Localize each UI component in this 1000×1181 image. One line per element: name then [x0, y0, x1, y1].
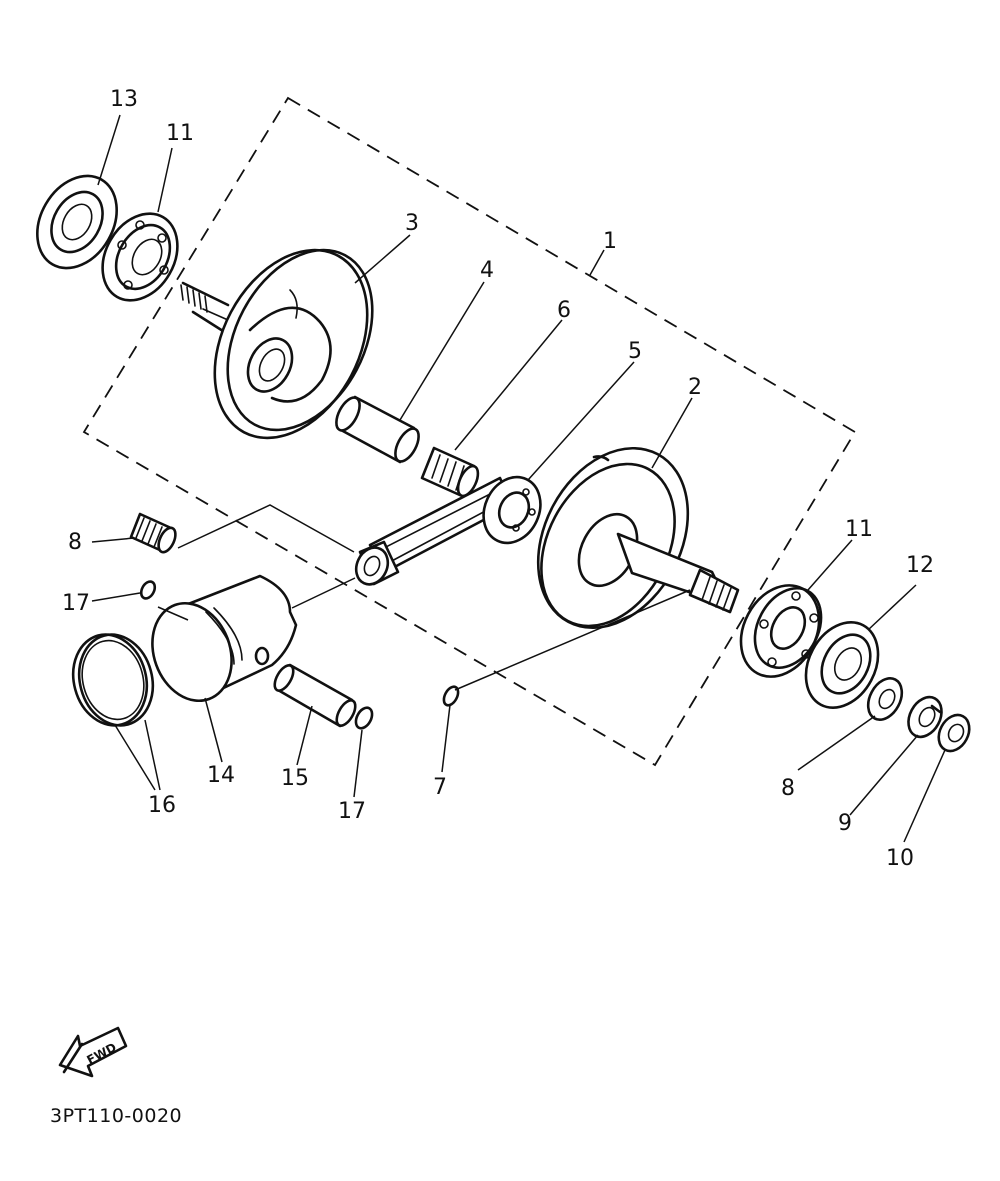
leader-1 [589, 249, 605, 276]
leader-17-lower [353, 729, 363, 798]
lock-washer [907, 695, 943, 739]
leader-11-left [157, 147, 173, 213]
circlip-lower [354, 706, 374, 730]
diagram-code: 3PT110-0020 [50, 1105, 182, 1127]
leader-4 [399, 281, 485, 421]
callout-15: 15 [281, 766, 309, 791]
woodruff-key [442, 685, 460, 707]
leader-8-left [91, 504, 355, 553]
leader-14 [204, 697, 223, 763]
leader-15 [296, 705, 313, 766]
leader-9 [849, 734, 919, 816]
forward-direction-arrow-icon: FWD [58, 1026, 128, 1078]
callout-3: 3 [405, 211, 419, 236]
callout-16: 16 [148, 793, 176, 818]
callout-4: 4 [480, 258, 494, 283]
callout-13: 13 [110, 87, 138, 112]
leader-3 [354, 234, 411, 284]
leader-piston-rod [291, 577, 356, 609]
small-end-bearing [129, 512, 177, 554]
leader-6 [454, 319, 563, 451]
callout-1: 1 [603, 229, 617, 254]
leader-17-upper [91, 592, 189, 621]
bearing-left [101, 212, 179, 302]
leader-8-right [797, 715, 876, 771]
leader-11-right [807, 539, 853, 591]
callout-12: 12 [906, 553, 934, 578]
crank-web-left [180, 248, 374, 440]
callout-9: 9 [838, 811, 852, 836]
callout-7: 7 [433, 775, 447, 800]
oil-seal-right [804, 621, 880, 709]
callout-2: 2 [688, 375, 702, 400]
leader-12 [867, 584, 917, 631]
callout-17-lower: 17 [338, 799, 366, 824]
leader-13 [97, 114, 121, 186]
needle-bearing-big-end [420, 446, 480, 498]
oil-seal-left [36, 174, 118, 270]
crankshaft-assembly-boundary [82, 96, 857, 767]
piston-rings [71, 633, 155, 727]
circlip-upper [139, 580, 157, 600]
crank-web-right [536, 446, 740, 630]
bearing-right [739, 584, 823, 678]
callout-14: 14 [207, 763, 235, 788]
leader-7 [441, 589, 691, 773]
leader-2 [651, 397, 693, 469]
leader-10 [903, 749, 946, 843]
callout-10: 10 [886, 846, 914, 871]
callout-8-left: 8 [68, 530, 82, 555]
leader-16 [114, 719, 161, 791]
nut [937, 713, 971, 753]
callout-5: 5 [628, 339, 642, 364]
callout-8-right: 8 [781, 776, 795, 801]
callout-6: 6 [557, 298, 571, 323]
callout-11-right: 11 [845, 517, 873, 542]
callout-11-left: 11 [166, 121, 194, 146]
callout-17-upper: 17 [62, 591, 90, 616]
leader-5 [527, 361, 635, 481]
piston-pin [273, 663, 357, 728]
crank-pin [335, 395, 420, 464]
connecting-rod [354, 475, 542, 586]
piston [151, 574, 298, 703]
washer [866, 677, 904, 721]
